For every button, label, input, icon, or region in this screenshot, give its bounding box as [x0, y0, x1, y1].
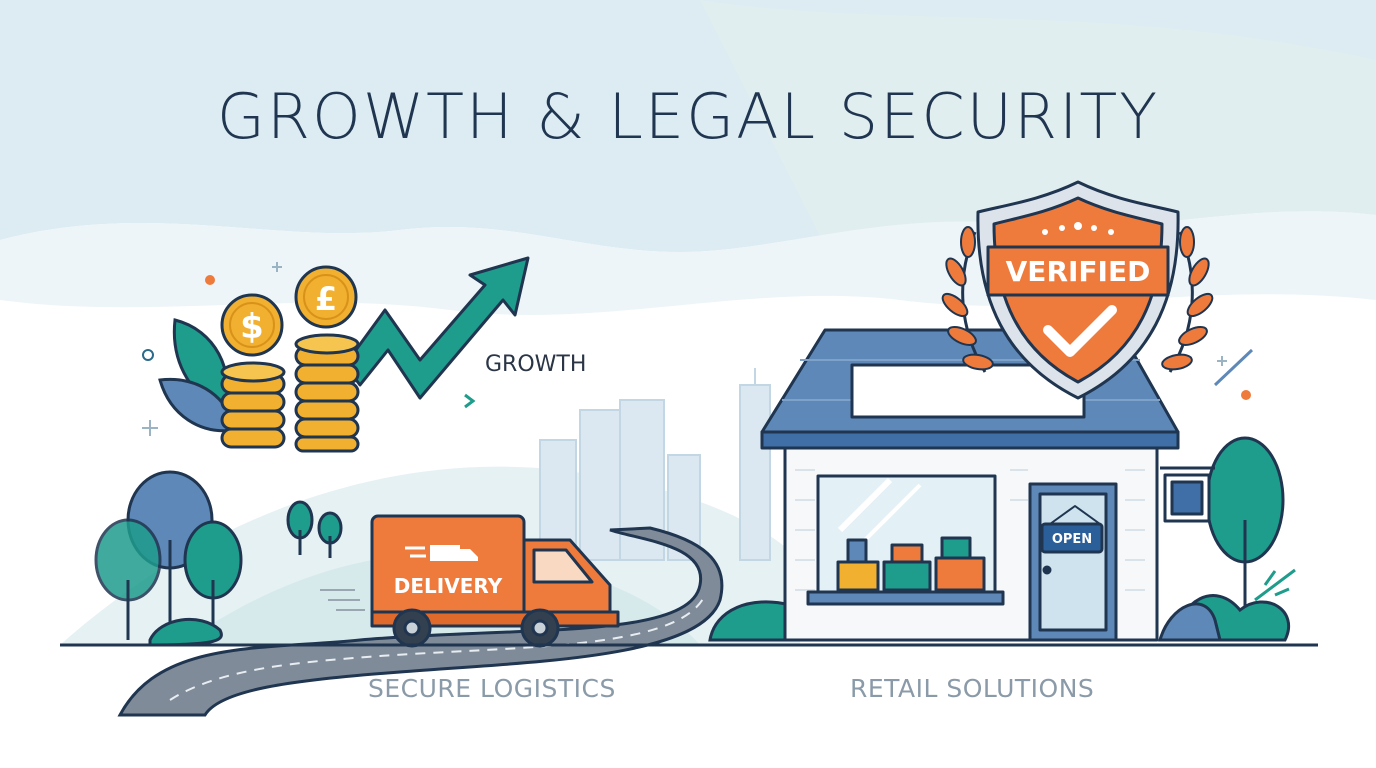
caption-retail-solutions: RETAIL SOLUTIONS — [850, 674, 1095, 703]
pound-coin-icon: £ — [294, 265, 358, 329]
shield-icon — [976, 180, 1180, 400]
sparkle-accents — [142, 262, 1254, 436]
coin-stack-icon — [220, 333, 360, 453]
store-building-icon — [760, 328, 1215, 642]
verified-label: VERIFIED — [1006, 255, 1151, 288]
growth-label: GROWTH — [485, 352, 587, 377]
dollar-symbol: $ — [240, 307, 264, 347]
road — [117, 526, 724, 717]
tree-icon — [94, 470, 343, 647]
bush-icon — [708, 600, 1222, 642]
pound-symbol: £ — [315, 280, 337, 318]
truck-label: DELIVERY — [394, 574, 503, 598]
dollar-coin-icon: $ — [220, 293, 284, 357]
laurel-wreath-icon — [941, 226, 1214, 373]
open-sign: OPEN — [1052, 532, 1092, 547]
page-title: GROWTH & LEGAL SECURITY — [216, 80, 1160, 153]
delivery-truck-icon — [370, 514, 620, 648]
caption-secure-logistics: SECURE LOGISTICS — [368, 674, 616, 703]
growth-arrow-icon — [343, 256, 530, 400]
speed-lines — [320, 589, 365, 611]
